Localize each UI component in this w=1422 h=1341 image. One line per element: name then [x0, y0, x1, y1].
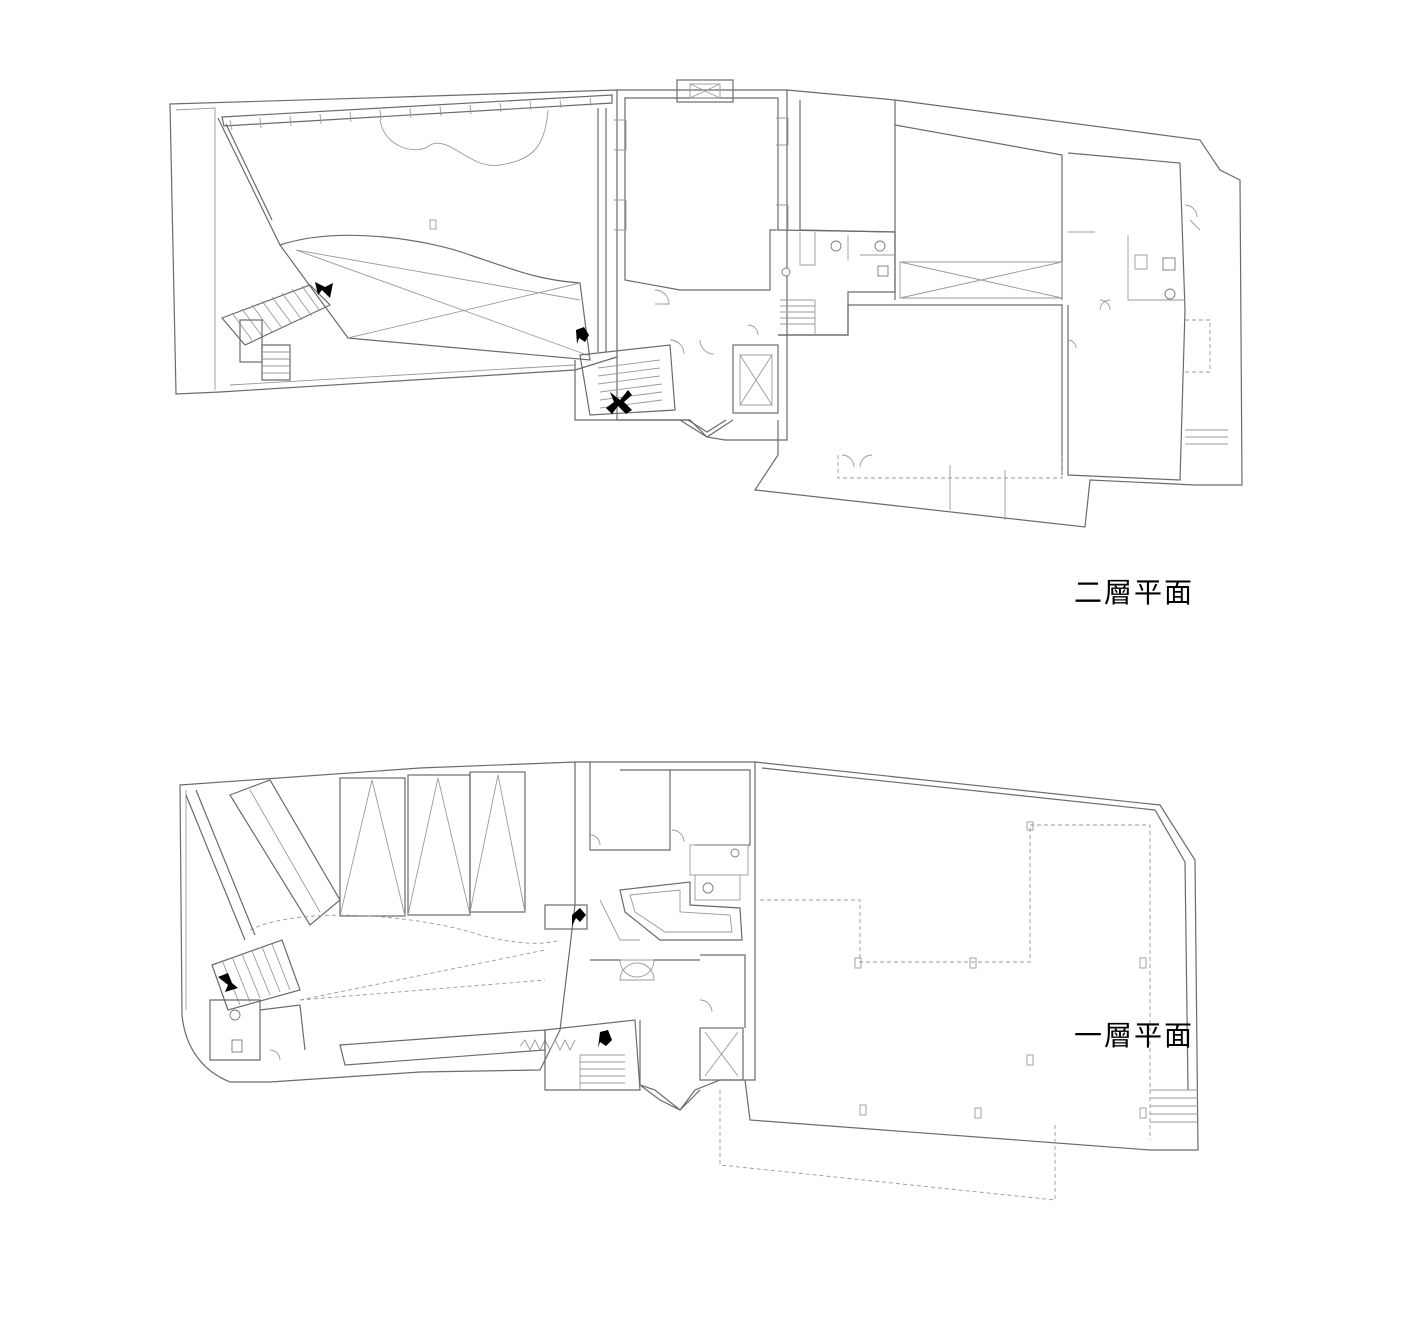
west-wing-ground: [179, 761, 641, 1091]
central-core: [574, 79, 789, 441]
west-wing: [169, 89, 618, 395]
east-hall-ground: [719, 761, 1199, 1201]
second-floor-plan: [169, 79, 1243, 528]
east-wing: [753, 89, 1243, 528]
central-core-ground: [544, 761, 756, 1111]
first-floor-plan: [179, 761, 1199, 1201]
second-floor-plan-label: 二層平面: [1074, 576, 1195, 609]
first-floor-plan-label: 一層平面: [1074, 1019, 1195, 1052]
